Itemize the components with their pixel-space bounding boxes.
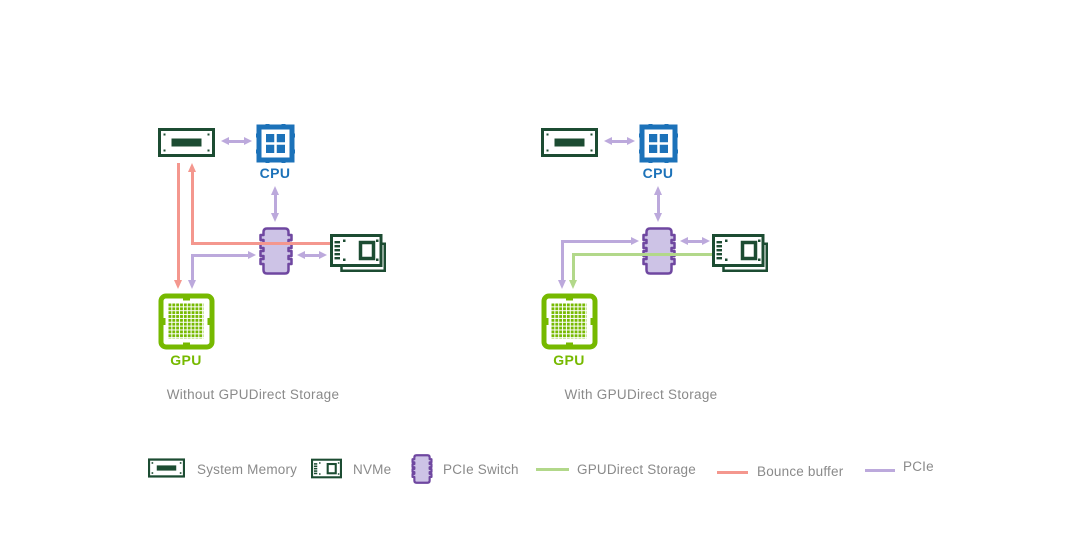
pcie-line-gpu-switch-vertical <box>190 253 194 281</box>
gds-arrowhead-gpu <box>568 280 577 289</box>
pcie-line-gpu-switch-horizontal <box>560 239 632 243</box>
gds-line-swatch <box>536 468 569 471</box>
cpu-icon <box>639 124 678 163</box>
pcie-arrow-cpu-switch <box>653 186 665 222</box>
gpu-icon <box>541 293 598 350</box>
bounce-buffer-line-swatch <box>717 471 748 474</box>
cpu-label: CPU <box>259 165 291 181</box>
system-memory-icon <box>541 128 598 157</box>
gds-line-nvme-gpu-horizontal <box>571 252 712 256</box>
gds-line-nvme-gpu-vertical <box>571 252 575 281</box>
pcie-arrow-switch-nvme <box>680 235 710 247</box>
gpu-icon <box>158 293 215 350</box>
pcie-switch-icon <box>411 454 433 484</box>
gpu-label: GPU <box>170 352 202 368</box>
pcie-switch-icon <box>642 227 676 275</box>
pcie-arrowhead-switch <box>631 236 639 245</box>
pcie-line-gpu-switch-vertical <box>560 239 564 281</box>
pcie-switch-icon <box>259 227 293 275</box>
system-memory-icon <box>148 458 185 478</box>
legend-label-nvme: NVMe <box>353 462 392 477</box>
bounce-buffer-arrowhead-gpu <box>173 280 182 289</box>
pcie-arrowhead-switch <box>248 250 256 259</box>
cpu-icon <box>256 124 295 163</box>
legend-label-gpudirect-storage: GPUDirect Storage <box>577 462 696 477</box>
pcie-line-swatch <box>865 469 895 472</box>
pcie-arrow-memory-cpu <box>221 135 252 147</box>
bounce-buffer-line-horizontal <box>190 241 330 245</box>
bounce-buffer-arrowhead-memory <box>187 163 196 172</box>
pcie-arrowhead-gpu <box>557 280 566 289</box>
bounce-buffer-line-memory-to-gpu <box>176 163 180 281</box>
pcie-arrow-memory-cpu <box>604 135 635 147</box>
pcie-line-gpu-switch-horizontal <box>190 253 249 257</box>
gpu-label: GPU <box>553 352 585 368</box>
pcie-arrow-cpu-switch <box>270 186 282 222</box>
nvme-icon <box>330 234 386 272</box>
pcie-arrow-switch-nvme <box>297 249 327 261</box>
system-memory-icon <box>158 128 215 157</box>
diagram-caption: Without GPUDirect Storage <box>166 387 340 402</box>
legend-label-pcie: PCIe <box>903 459 934 474</box>
nvme-icon <box>712 234 768 272</box>
bounce-buffer-line-to-memory <box>190 171 194 243</box>
legend-label-system-memory: System Memory <box>197 462 298 477</box>
nvme-icon <box>311 458 342 479</box>
pcie-arrowhead-gpu <box>187 280 196 289</box>
legend-label-pcie-switch: PCIe Switch <box>443 462 519 477</box>
cpu-label: CPU <box>642 165 674 181</box>
diagram-caption: With GPUDirect Storage <box>564 387 718 402</box>
legend-label-bounce-buffer: Bounce buffer <box>757 464 844 479</box>
